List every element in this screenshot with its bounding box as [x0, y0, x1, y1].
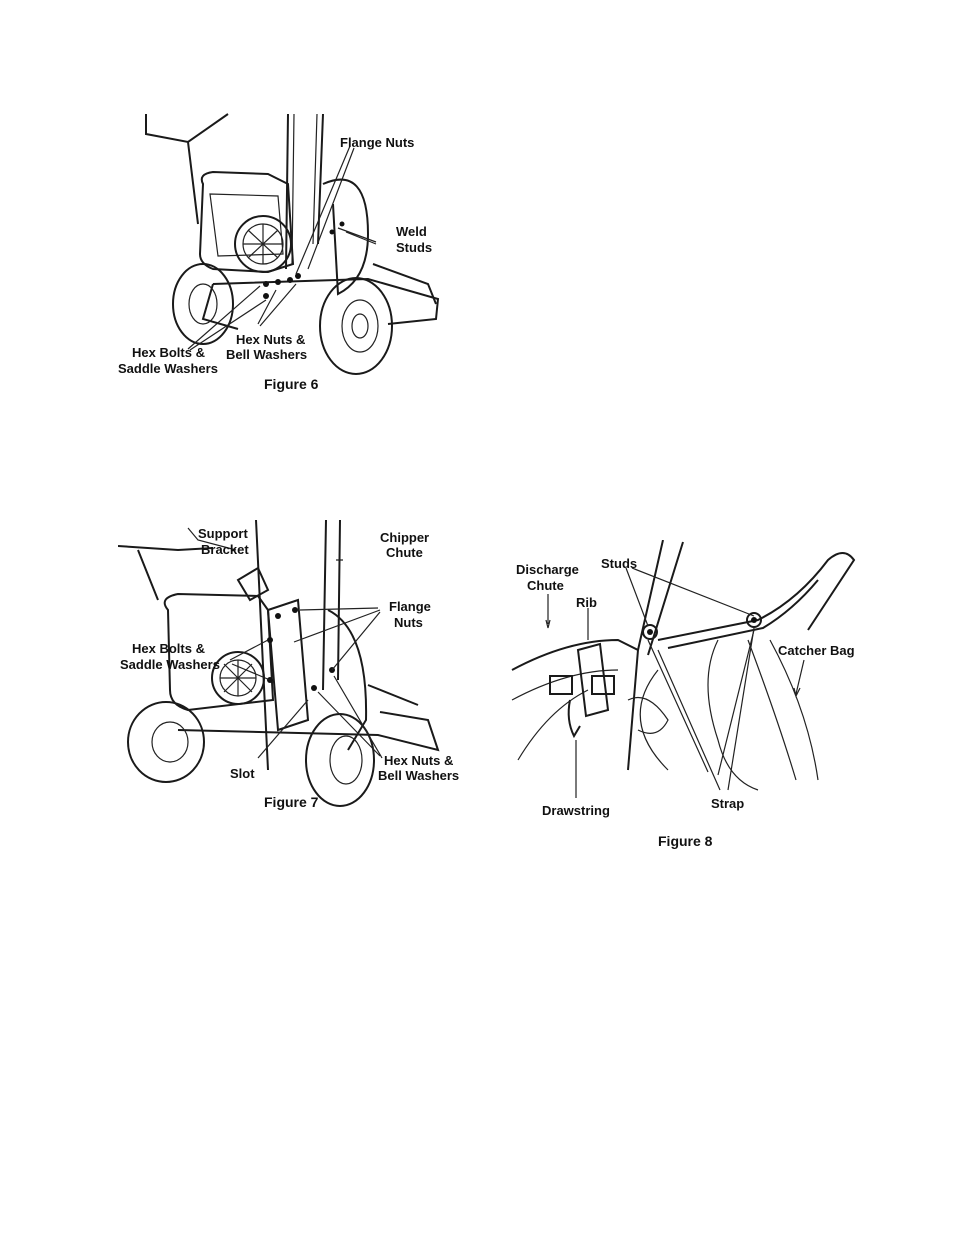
hex-nuts-label-line2: Bell Washers	[226, 347, 307, 362]
drawstring-label: Drawstring	[542, 803, 610, 818]
figure-6: Flange Nuts Weld Studs Hex Nuts & Bell W…	[118, 104, 448, 394]
hex-bolts-label-line2: Saddle Washers	[120, 657, 220, 672]
figure-8: Discharge Chute Studs Rib Catcher Bag Dr…	[508, 540, 860, 852]
figure-8-caption: Figure 8	[658, 833, 712, 849]
weld-studs-label-line2: Studs	[396, 240, 432, 255]
chipper-chute-label-line1: Chipper	[380, 530, 429, 545]
strap-label: Strap	[711, 796, 744, 811]
rib-label: Rib	[576, 595, 597, 610]
weld-studs-label-line1: Weld	[396, 224, 427, 239]
hex-bolts-label-line1: Hex Bolts &	[132, 641, 205, 656]
figure-6-caption: Figure 6	[264, 376, 318, 392]
hex-nuts-label-line1: Hex Nuts &	[384, 753, 453, 768]
hex-nuts-label-line2: Bell Washers	[378, 768, 459, 783]
slot-label: Slot	[230, 766, 255, 781]
chipper-chute-label-line2: Chute	[386, 545, 423, 560]
discharge-chute-label-line2: Chute	[527, 578, 564, 593]
flange-nuts-label-line1: Flange	[389, 599, 431, 614]
flange-nuts-label-line2: Nuts	[394, 615, 423, 630]
hex-bolts-label-line2: Saddle Washers	[118, 361, 218, 376]
hex-bolts-label-line1: Hex Bolts &	[132, 345, 205, 360]
support-bracket-label-line1: Support	[198, 526, 248, 541]
figure-7: Support Bracket Chipper Chute Flange Nut…	[118, 520, 468, 820]
studs-label: Studs	[601, 556, 637, 571]
figure-7-caption: Figure 7	[264, 794, 318, 810]
discharge-chute-label-line1: Discharge	[516, 562, 579, 577]
catcher-bag-label: Catcher Bag	[778, 643, 855, 658]
hex-nuts-label-line1: Hex Nuts &	[236, 332, 305, 347]
support-bracket-label-line2: Bracket	[201, 542, 249, 557]
flange-nuts-label: Flange Nuts	[340, 135, 414, 150]
